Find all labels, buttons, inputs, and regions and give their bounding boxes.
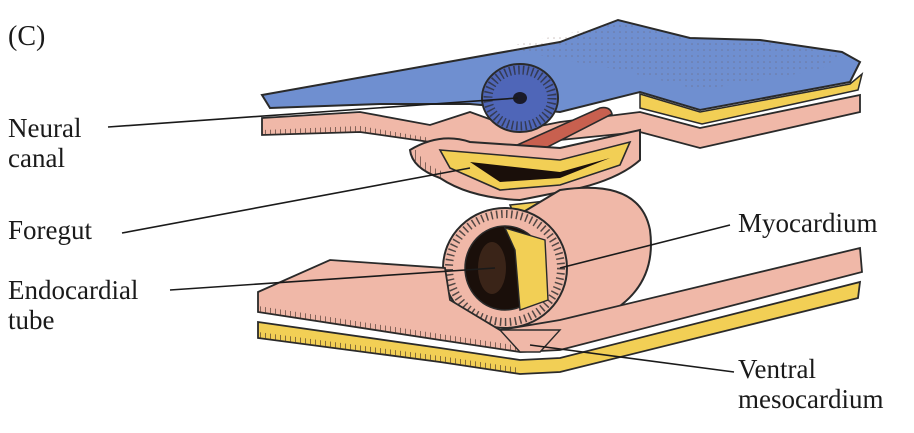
- label-endocardial-tube-line1: Endocardial: [8, 275, 138, 305]
- panel-label: (C): [8, 22, 45, 52]
- label-endocardial-tube-line2: tube: [8, 305, 138, 335]
- leader-foregut: [122, 168, 470, 233]
- label-neural-canal: Neural canal: [8, 113, 81, 173]
- label-foregut: Foregut: [8, 215, 92, 245]
- label-neural-canal-line1: Neural: [8, 113, 81, 143]
- label-myocardium: Myocardium: [738, 208, 877, 238]
- label-ventral-mesocardium-line1: Ventral: [738, 354, 883, 384]
- label-ventral-mesocardium-line2: mesocardium: [738, 384, 883, 414]
- label-ventral-mesocardium: Ventral mesocardium: [738, 354, 883, 414]
- label-neural-canal-line2: canal: [8, 143, 81, 173]
- label-endocardial-tube: Endocardial tube: [8, 275, 138, 335]
